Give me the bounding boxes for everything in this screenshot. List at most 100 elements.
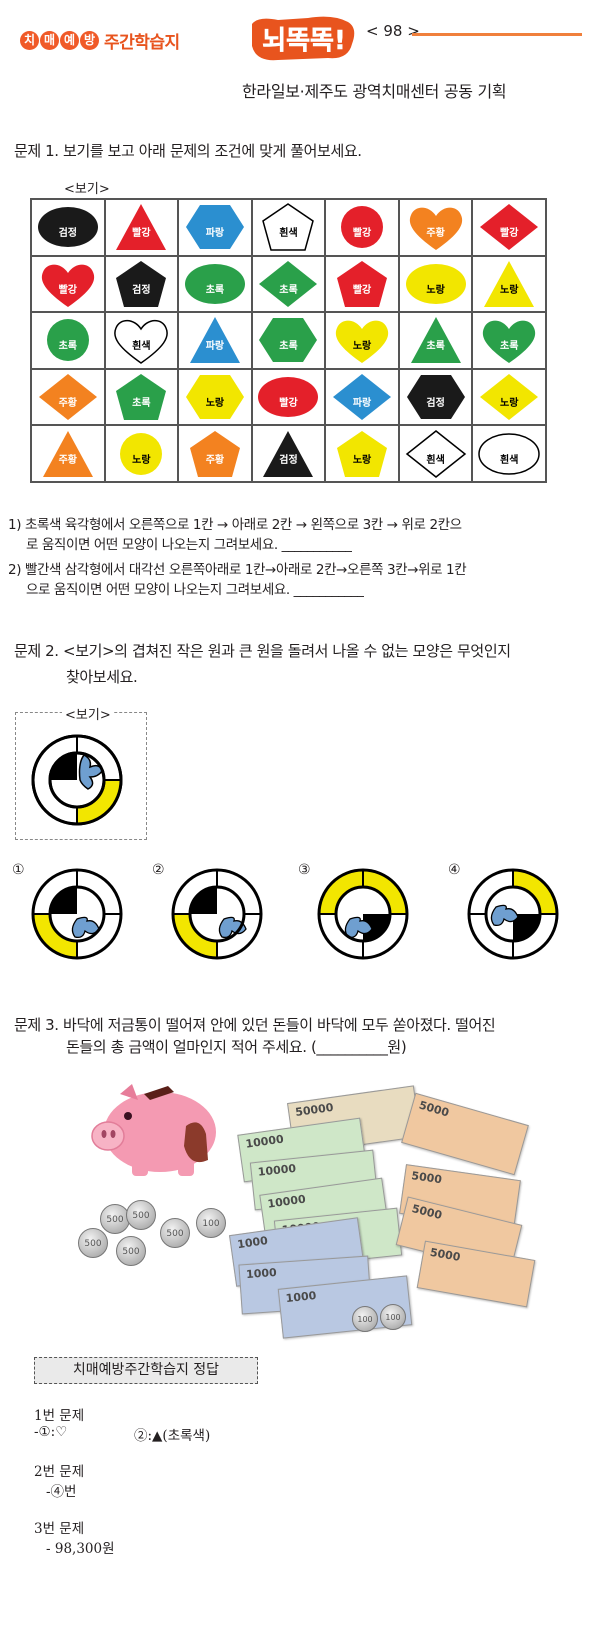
header-subtitle: 주간학습지 — [104, 33, 180, 53]
answer-q3-heading: 3번 문제 — [34, 1521, 85, 1537]
coin-image: 500 — [160, 1218, 190, 1248]
pentagon-shape-icon — [262, 203, 315, 252]
shape-cell: 흰색 — [251, 199, 326, 256]
answer-q2-heading: 2번 문제 — [34, 1464, 85, 1480]
circle-shape-icon — [341, 206, 384, 249]
ring-option[interactable] — [316, 867, 410, 965]
heart-shape-icon — [41, 264, 94, 307]
shape-cell: 파랑 — [178, 312, 252, 369]
coin-image: 500 — [100, 1204, 130, 1234]
shape-cell: 노랑 — [104, 425, 179, 482]
shape-cell: 노랑 — [325, 312, 399, 369]
shape-cell: 빨강 — [472, 199, 546, 256]
shape-cell: 초록 — [251, 255, 326, 313]
ring-option[interactable] — [30, 867, 124, 965]
triangle-shape-icon — [484, 260, 535, 307]
triangle-shape-icon — [410, 317, 461, 364]
shape-cell: 초록 — [178, 255, 252, 313]
pentagon-shape-icon — [189, 430, 240, 477]
q3-title-line1: 문제 3. 바닥에 저금통이 떨어져 안에 있던 돈들이 바닥에 모두 쏟아졌다… — [14, 1016, 496, 1034]
coin-image: 100 — [352, 1306, 378, 1332]
pentagon-shape-icon — [337, 260, 388, 307]
ring-option[interactable] — [466, 867, 560, 965]
header-badge: 방 — [80, 31, 99, 50]
diamond-shape-icon — [480, 374, 539, 421]
option-number: ① — [12, 862, 25, 878]
shape-cell: 검정 — [251, 425, 326, 482]
circle-shape-icon — [46, 319, 89, 362]
shape-cell: 주황 — [398, 199, 473, 256]
q2-example-label: <보기> — [62, 704, 114, 723]
shape-cell: 초록 — [104, 368, 179, 426]
diamond-shape-icon — [480, 204, 539, 251]
banknote-image: 5000 — [416, 1240, 536, 1308]
q3-title-line2: 돈들의 총 금액이 얼마인지 적어 주세요. (__________원) — [66, 1038, 407, 1056]
shape-cell: 흰색 — [398, 425, 473, 482]
q1-item1-line1: 1) 초록색 육각형에서 오른쪽으로 1칸 → 아래로 2칸 → 왼쪽으로 3칸… — [8, 517, 462, 533]
heart-shape-icon — [335, 321, 389, 364]
q2-title-line2: 찾아보세요. — [66, 668, 138, 686]
circle-shape-icon — [120, 432, 163, 475]
header-badge: 치 — [20, 31, 39, 50]
answer-q1-part1: -①:♡ — [34, 1424, 68, 1440]
coin-image: 500 — [116, 1236, 146, 1266]
shape-cell: 흰색 — [472, 425, 546, 482]
answer-q3-value: - 98,300원 — [46, 1541, 115, 1557]
ring-option[interactable] — [170, 867, 264, 965]
heart-shape-icon — [483, 321, 536, 364]
shape-cell: 노랑 — [325, 425, 399, 482]
shape-cell: 초록 — [31, 312, 105, 369]
hexagon-shape-icon — [259, 318, 318, 363]
shape-cell: 파랑 — [325, 368, 399, 426]
shape-cell: 주황 — [31, 368, 105, 426]
answer-box-title: 치매예방주간학습지 정답 — [34, 1357, 258, 1384]
shape-cell: 노랑 — [472, 255, 546, 313]
q1-title: 문제 1. 보기를 보고 아래 문제의 조건에 맞게 풀어보세요. — [14, 142, 362, 160]
shape-cell: 검정 — [398, 368, 473, 426]
hexagon-shape-icon — [406, 375, 465, 420]
logo-text: 뇌똑똑! — [262, 26, 346, 56]
shape-cell: 초록 — [251, 312, 326, 369]
piggy-bank-image — [91, 1084, 216, 1176]
q1-item1-line2: 로 움직이면 어떤 모양이 나오는지 그려보세요. ___________ — [26, 537, 352, 553]
shape-cell: 초록 — [472, 312, 546, 369]
hexagon-shape-icon — [185, 205, 244, 250]
header-rule — [412, 33, 582, 36]
ellipse-shape-icon — [184, 263, 245, 304]
diamond-shape-icon — [38, 374, 97, 421]
page-number: < 98 > — [366, 22, 420, 40]
option-number: ② — [152, 862, 165, 878]
diamond-shape-icon — [405, 429, 466, 478]
shape-cell: 파랑 — [178, 199, 252, 256]
hexagon-shape-icon — [185, 375, 244, 420]
shape-cell: 노랑 — [178, 368, 252, 426]
heart-shape-icon — [409, 207, 462, 251]
pentagon-shape-icon — [337, 430, 388, 477]
shape-cell: 주황 — [178, 425, 252, 482]
coin-image: 500 — [78, 1228, 108, 1258]
ring-puzzle-icon — [171, 868, 263, 960]
coin-image: 100 — [380, 1304, 406, 1330]
brand-logo: 뇌똑똑! — [252, 16, 355, 61]
ring-puzzle-icon — [317, 868, 409, 960]
ellipse-shape-icon — [405, 263, 466, 304]
pentagon-shape-icon — [116, 260, 167, 307]
q1-item2-line1: 2) 빨간색 삼각형에서 대각선 오른쪽아래로 1칸→아래로 2칸→오른쪽 3칸… — [8, 562, 467, 578]
ring-puzzle-icon — [467, 868, 559, 960]
shape-cell: 빨강 — [251, 368, 326, 426]
answer-q1-heading: 1번 문제 — [34, 1408, 85, 1424]
triangle-shape-icon — [42, 430, 93, 477]
shape-cell: 주황 — [31, 425, 105, 482]
shape-cell: 노랑 — [398, 255, 473, 313]
ellipse-shape-icon — [258, 377, 319, 418]
credit-line: 한라일보·제주도 광역치매센터 공동 기획 — [242, 82, 507, 101]
header-title: 치 매 예 방 주간학습지 — [20, 28, 180, 53]
triangle-shape-icon — [116, 204, 167, 251]
header-badge: 예 — [60, 31, 79, 50]
shape-cell: 노랑 — [472, 368, 546, 426]
q1-item2-line2: 으로 움직이면 어떤 모양이 나오는지 그려보세요. ___________ — [26, 582, 364, 598]
shape-cell: 빨강 — [104, 199, 179, 256]
pentagon-shape-icon — [116, 374, 167, 421]
option-number: ④ — [448, 862, 461, 878]
